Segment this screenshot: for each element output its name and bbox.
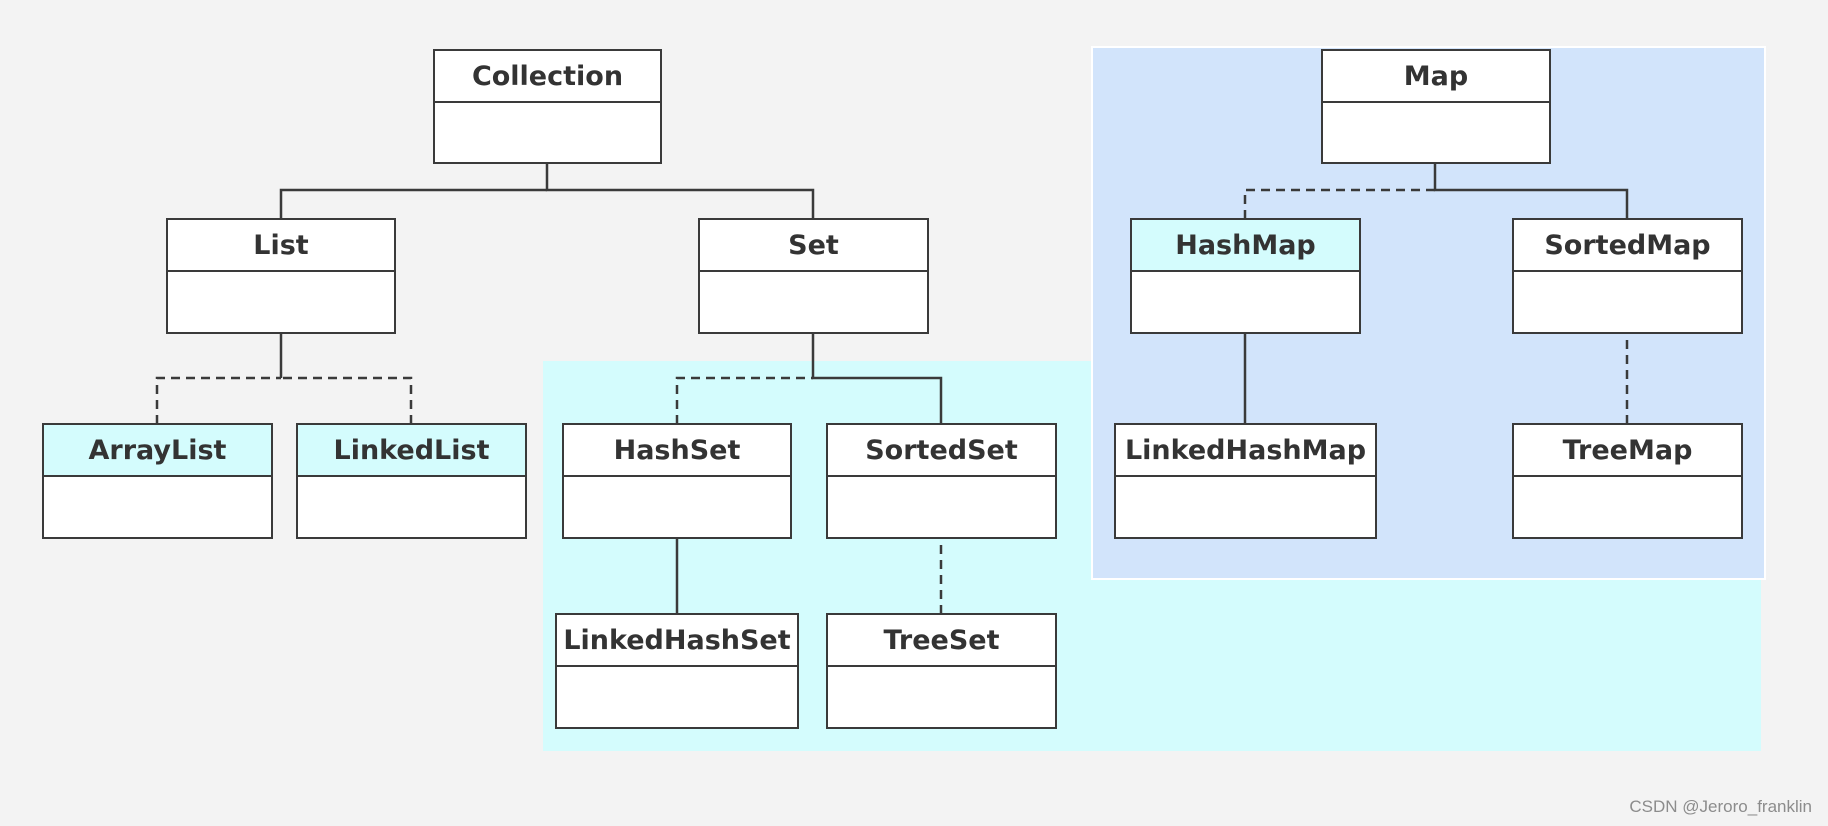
class-hashset-name: HashSet: [564, 425, 790, 477]
class-sortedset: SortedSet: [826, 423, 1057, 539]
watermark: CSDN @Jeroro_franklin: [1629, 797, 1812, 816]
class-treemap: TreeMap: [1512, 423, 1743, 539]
class-linkedlist-body: [298, 477, 525, 537]
class-treeset: TreeSet: [826, 613, 1057, 729]
class-hashset-body: [564, 477, 790, 537]
class-collection-name: Collection: [435, 51, 660, 103]
class-hashset: HashSet: [562, 423, 792, 539]
class-linkedlist-name: LinkedList: [298, 425, 525, 477]
class-map-name: Map: [1323, 51, 1549, 103]
class-map-body: [1323, 103, 1549, 162]
class-set-body: [700, 272, 927, 332]
class-linkedhashmap-name: LinkedHashMap: [1116, 425, 1375, 477]
edge-sortedset-set: [806, 318, 943, 424]
class-collection: Collection: [433, 49, 662, 164]
edge-sortedmap-map: [1428, 148, 1629, 219]
class-sortedmap: SortedMap: [1512, 218, 1743, 334]
class-sortedmap-name: SortedMap: [1514, 220, 1741, 272]
edge-linkedlist-list: [281, 376, 413, 424]
class-treeset-name: TreeSet: [828, 615, 1055, 667]
class-linkedhashmap-body: [1116, 477, 1375, 537]
class-collection-body: [435, 103, 660, 162]
class-linkedhashset: LinkedHashSet: [555, 613, 799, 729]
class-treemap-body: [1514, 477, 1741, 537]
class-set-name: Set: [700, 220, 927, 272]
class-linkedhashmap: LinkedHashMap: [1114, 423, 1377, 539]
class-arraylist-name: ArrayList: [44, 425, 271, 477]
class-arraylist-body: [44, 477, 271, 537]
class-arraylist: ArrayList: [42, 423, 273, 539]
edge-arraylist-list: [155, 376, 281, 424]
edge-list-collection: [279, 188, 547, 219]
class-linkedhashset-body: [557, 667, 797, 727]
class-linkedlist: LinkedList: [296, 423, 527, 539]
class-list: List: [166, 218, 396, 334]
class-treemap-name: TreeMap: [1514, 425, 1741, 477]
class-set: Set: [698, 218, 929, 334]
class-sortedmap-body: [1514, 272, 1741, 332]
edge-set-collection: [540, 148, 815, 219]
edge-hashmap-map: [1243, 188, 1435, 219]
class-list-body: [168, 272, 394, 332]
class-map: Map: [1321, 49, 1551, 164]
class-linkedhashset-name: LinkedHashSet: [557, 615, 797, 667]
class-sortedset-name: SortedSet: [828, 425, 1055, 477]
class-hashmap-name: HashMap: [1132, 220, 1359, 272]
edge-hashset-set: [675, 376, 813, 424]
class-hashmap: HashMap: [1130, 218, 1361, 334]
class-hashmap-body: [1132, 272, 1359, 332]
class-sortedset-body: [828, 477, 1055, 537]
class-list-name: List: [168, 220, 394, 272]
class-treeset-body: [828, 667, 1055, 727]
